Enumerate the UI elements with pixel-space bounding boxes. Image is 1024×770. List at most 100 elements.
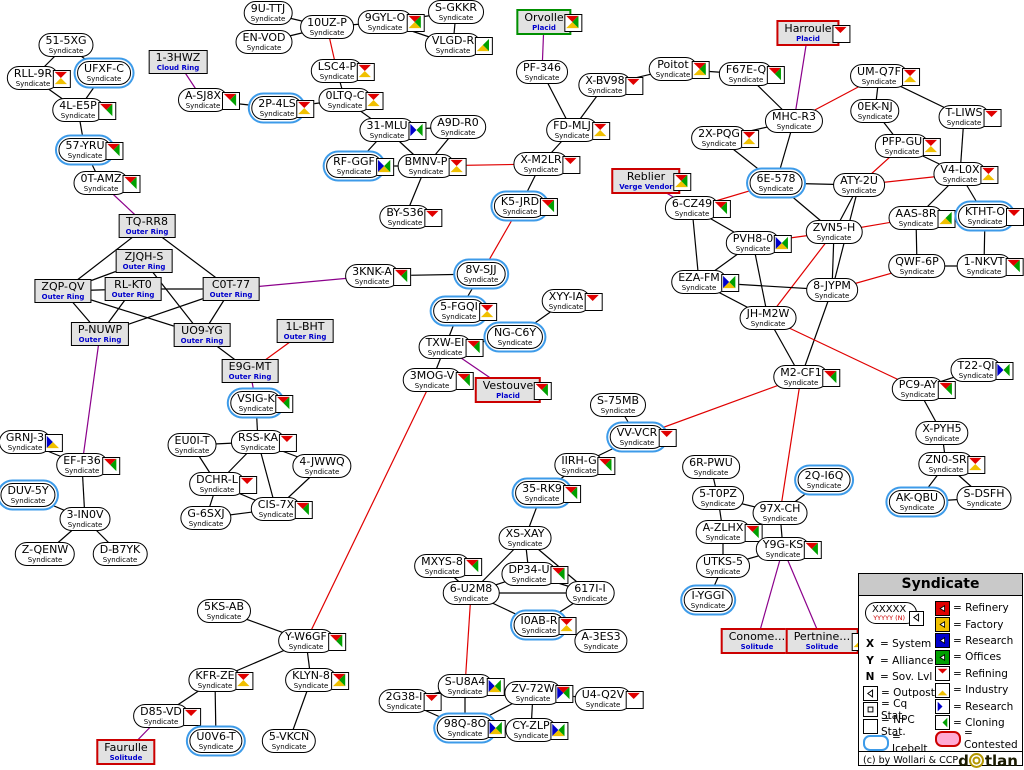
system-node-Conome…[interactable]: Conome…Solitude — [720, 628, 794, 654]
system-node-Pertnine…[interactable]: Pertnine…Solitude — [785, 628, 870, 654]
